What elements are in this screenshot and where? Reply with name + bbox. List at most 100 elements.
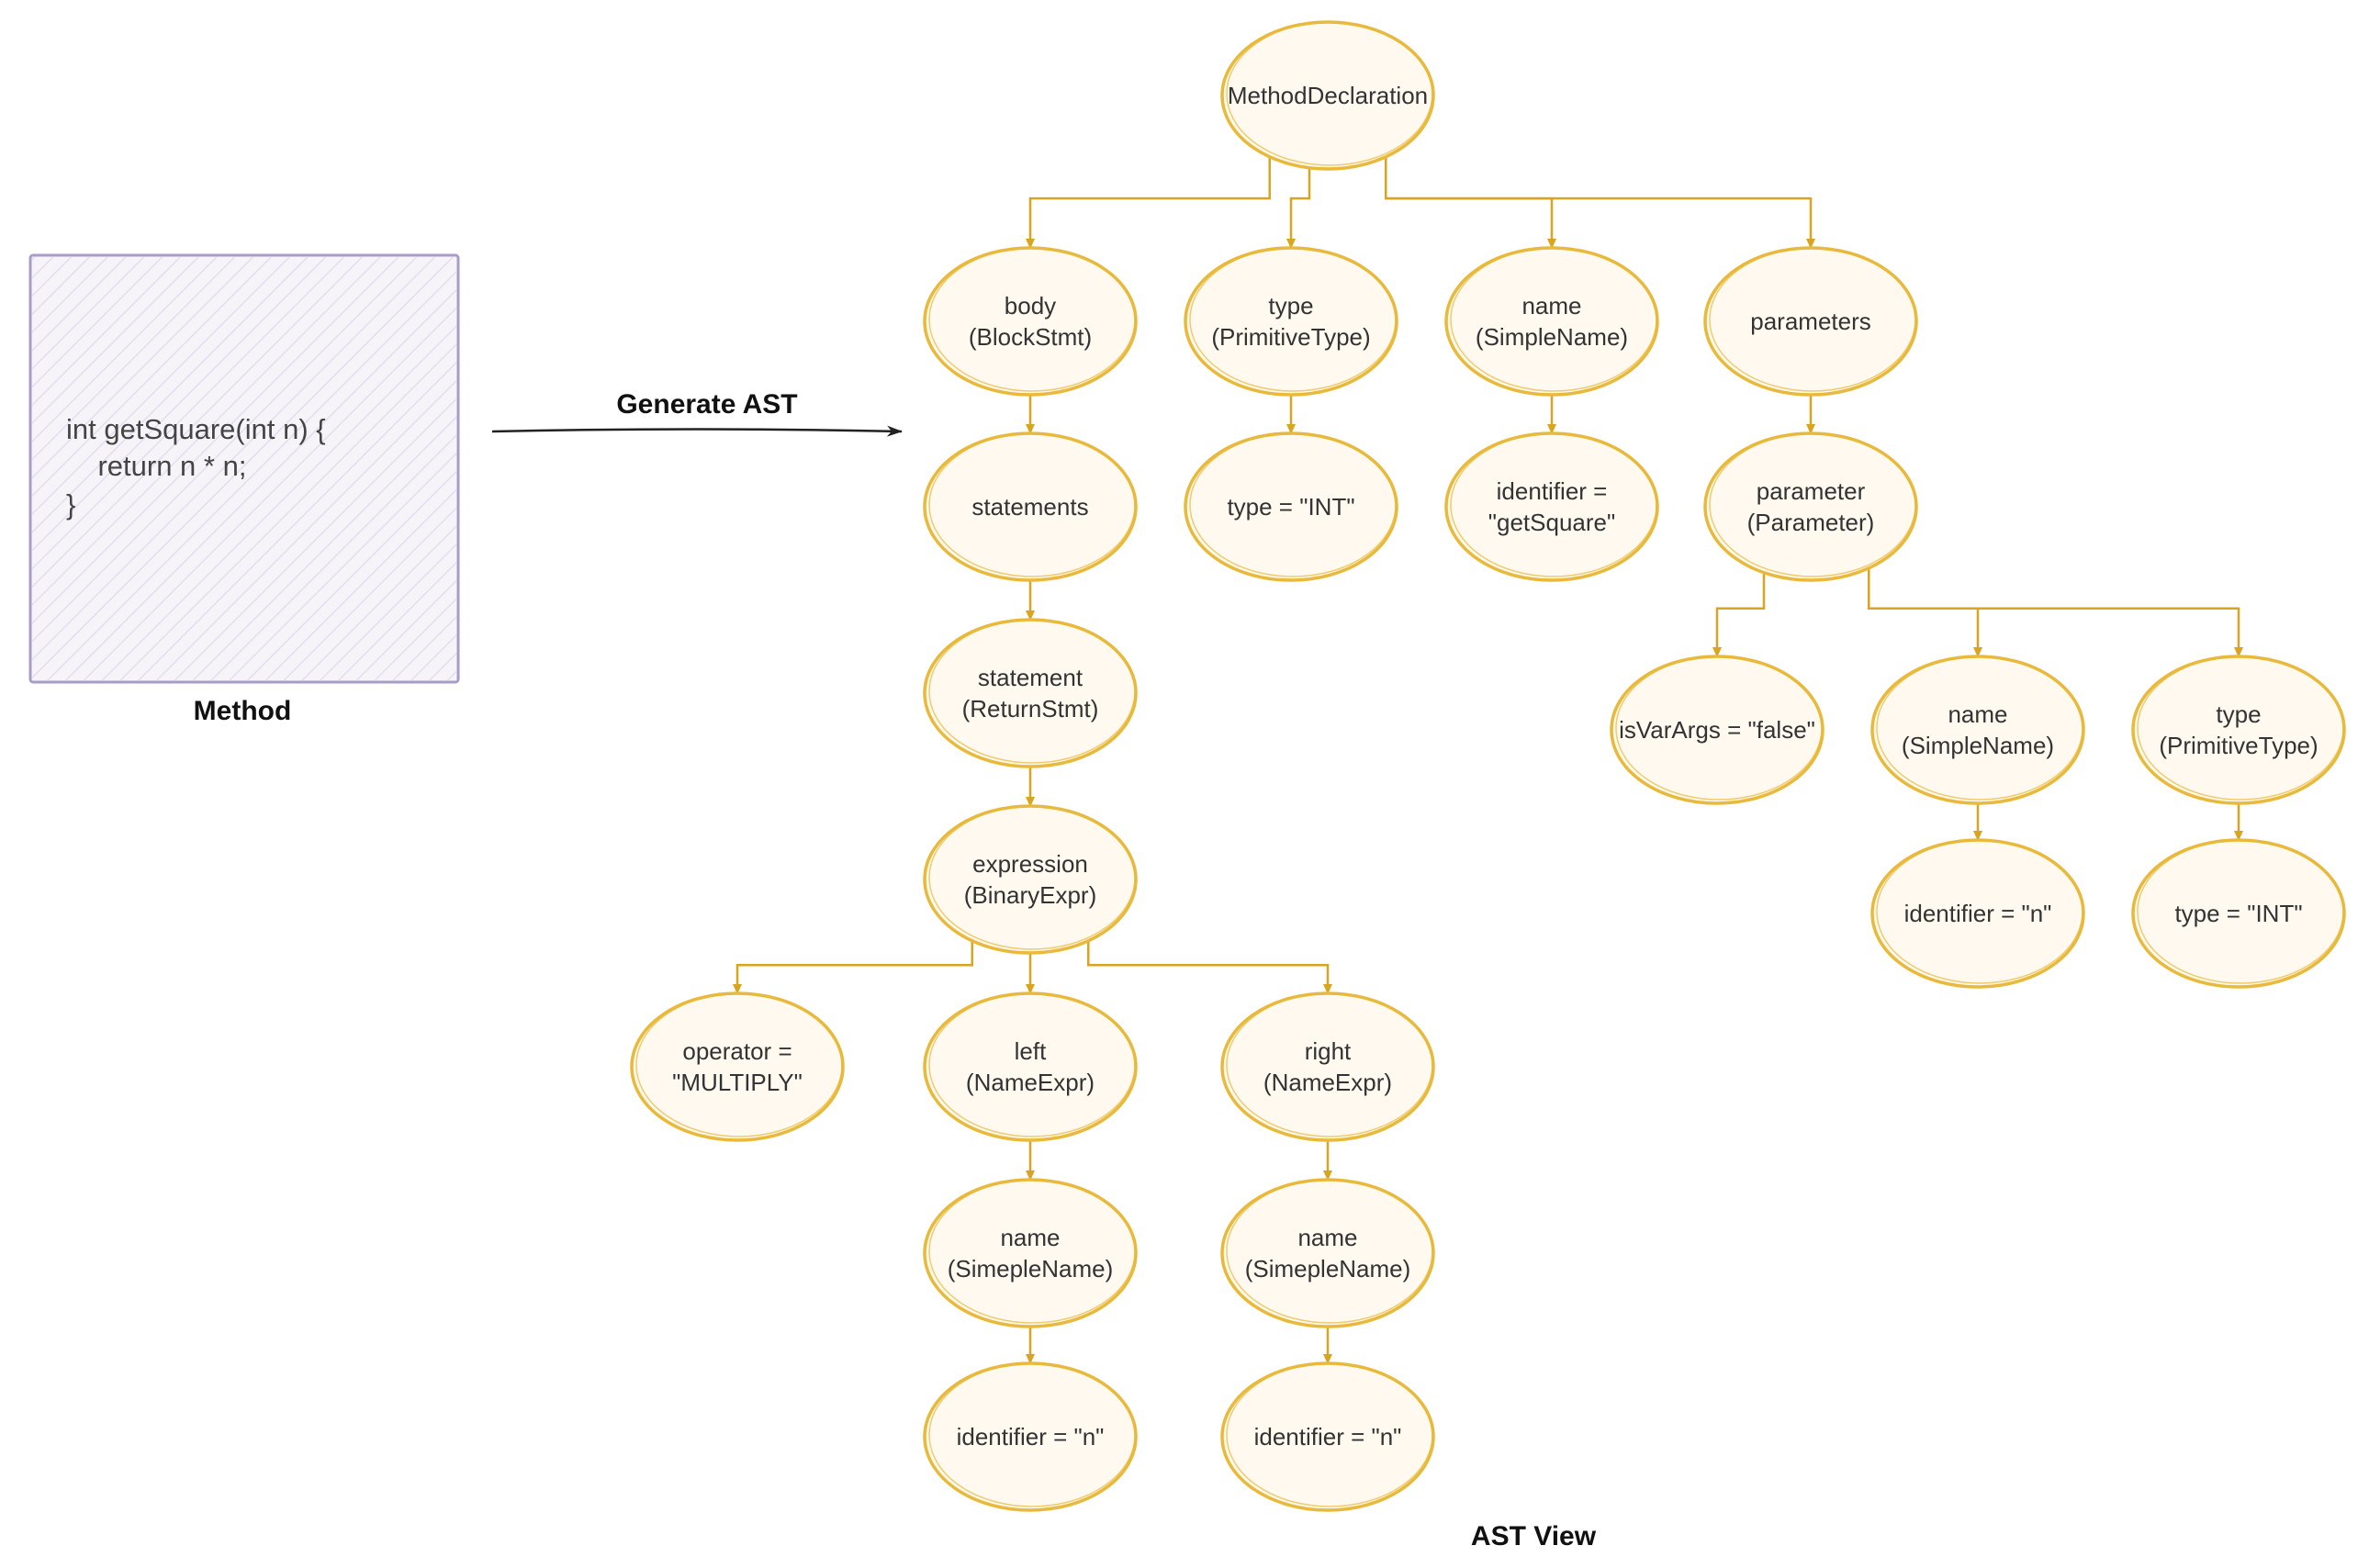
node-right-name: name (SimepleName) (1220, 1178, 1435, 1328)
code-box-hatch (32, 257, 456, 680)
node-sketch-outline (1450, 247, 1657, 392)
node-label: expression (972, 850, 1088, 878)
node-sketch-outline (928, 1179, 1136, 1324)
method-code-box: int getSquare(int n) { return n * n; } (28, 253, 460, 684)
node-label: type (1268, 292, 1313, 319)
edge-parameter-to-param-type (1868, 569, 2243, 657)
node-param-type-int: type = "INT" (2131, 838, 2346, 989)
node-sketch-outline (928, 805, 1136, 950)
generate-ast-arrow-line (491, 425, 903, 437)
node-label: name (1297, 1224, 1357, 1251)
method-caption: Method (194, 696, 292, 726)
node-label: statements (971, 493, 1088, 521)
node-param-name: name (SimpleName) (1870, 655, 2085, 805)
node-ellipse (923, 804, 1138, 955)
node-label: type = "INT" (2174, 900, 2302, 927)
node-label: (SimepleName) (948, 1255, 1114, 1282)
edge-method-declaration-to-name (1385, 158, 1556, 249)
node-label: identifier = "n" (1254, 1423, 1402, 1450)
node-ellipse (2131, 655, 2346, 805)
node-sketch-outline (1876, 655, 2083, 801)
node-label: type (2216, 700, 2261, 728)
node-label: (BinaryExpr) (964, 881, 1096, 909)
edge-parameter-to-param-name (1868, 569, 1982, 657)
generate-ast-label: Generate AST (616, 389, 797, 420)
node-operator: operator = "MULTIPLY" (630, 991, 845, 1142)
code-line-3: } (66, 488, 75, 521)
node-sketch-outline (928, 432, 1136, 577)
node-label: right (1305, 1037, 1352, 1065)
ast-view-caption: AST View (1471, 1521, 1597, 1551)
node-isvarargs: isVarArgs = "false" (1610, 655, 1824, 805)
node-sketch-outline (2137, 655, 2344, 801)
node-identifier-getsquare: identifier = "getSquare" (1444, 431, 1659, 582)
node-label: identifier = (1497, 477, 1608, 505)
node-label: (SimepleName) (1245, 1255, 1411, 1282)
node-sketch-outline (1226, 1179, 1433, 1324)
node-label: "getSquare" (1488, 509, 1615, 536)
node-ellipse (1220, 1178, 1435, 1328)
node-label: identifier = "n" (957, 1423, 1105, 1450)
node-label: (ReturnStmt) (962, 695, 1099, 722)
node-label: (SimpleName) (1902, 732, 2054, 759)
node-sketch-outline (928, 247, 1136, 392)
node-sketch-outline (1615, 655, 1823, 801)
node-sketch-outline (1226, 21, 1433, 166)
ast-nodes: MethodDeclarationbody(BlockStmt)type(Pri… (630, 20, 2346, 1512)
node-param-identifier: identifier = "n" (1870, 838, 2085, 989)
node-parameter: parameter (Parameter) (1703, 431, 1918, 582)
node-sketch-outline (1709, 247, 1916, 392)
node-sketch-outline (1226, 1362, 1433, 1507)
node-parameters: parameters (1703, 246, 1918, 397)
node-left-identifier: identifier = "n" (923, 1361, 1138, 1512)
code-line-2: return n * n; (66, 450, 246, 482)
node-expression: expression (BinaryExpr) (923, 804, 1138, 955)
node-label: (NameExpr) (966, 1069, 1095, 1096)
node-sketch-outline (1226, 992, 1433, 1137)
node-ellipse (1703, 431, 1918, 582)
node-label: (PrimitiveType) (2159, 732, 2318, 759)
node-label: parameter (1757, 477, 1866, 505)
node-right: right (NameExpr) (1220, 991, 1435, 1142)
node-sketch-outline (1450, 432, 1657, 577)
node-ellipse (923, 246, 1138, 397)
edge-parameter-to-isvarargs (1712, 569, 1766, 657)
node-label: name (1000, 1224, 1060, 1251)
node-label: (Parameter) (1747, 509, 1875, 536)
node-type: type(PrimitiveType) (1184, 246, 1398, 397)
node-label: operator = (682, 1037, 792, 1065)
node-ellipse (923, 618, 1138, 768)
node-statements: statements (923, 431, 1138, 582)
node-method-declaration: MethodDeclaration (1220, 20, 1435, 171)
node-label: type = "INT" (1227, 493, 1354, 521)
node-ellipse (1444, 246, 1659, 397)
node-sketch-outline (928, 1362, 1136, 1507)
node-statement: statement (ReturnStmt) (923, 618, 1138, 768)
node-label: statement (978, 664, 1083, 691)
edge-expression-to-operator (733, 942, 973, 994)
node-left-name: name (SimepleName) (923, 1178, 1138, 1328)
node-label: identifier = "n" (1904, 900, 2052, 927)
node-label: (NameExpr) (1263, 1069, 1392, 1096)
node-label: "MULTIPLY" (672, 1069, 803, 1096)
node-label: parameters (1750, 308, 1871, 335)
node-type-int: type = "INT" (1184, 431, 1398, 582)
node-label: isVarArgs = "false" (1619, 716, 1815, 744)
node-sketch-outline (635, 992, 843, 1137)
ast-edges (733, 158, 2243, 1364)
node-body: body(BlockStmt) (923, 246, 1138, 397)
node-ellipse (630, 991, 845, 1142)
code-line-1: int getSquare(int n) { (66, 413, 326, 445)
node-right-identifier: identifier = "n" (1220, 1361, 1435, 1512)
node-ellipse (923, 1178, 1138, 1328)
node-name: name(SimpleName) (1444, 246, 1659, 397)
node-label: body (1005, 292, 1056, 319)
generate-ast-arrow: Generate AST (491, 389, 903, 437)
node-ellipse (923, 991, 1138, 1142)
node-label: name (1948, 700, 2007, 728)
node-sketch-outline (928, 619, 1136, 764)
node-sketch-outline (928, 992, 1136, 1137)
node-ellipse (1184, 246, 1398, 397)
node-sketch-outline (1709, 432, 1916, 577)
